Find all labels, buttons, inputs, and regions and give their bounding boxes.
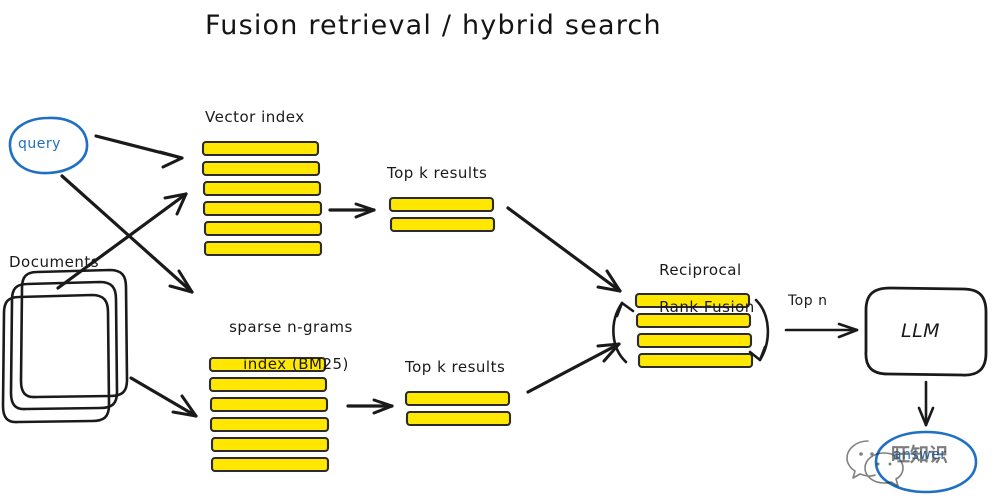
top-n-edge-label: Top n (788, 293, 828, 309)
rrf-label-line1: Reciprocal (659, 261, 742, 280)
rrf-right-curved-arrow-icon (748, 298, 770, 362)
vector-index-bars (201, 140, 323, 257)
rrf-bars (634, 292, 754, 369)
arrow-topk-sparse-to-rrf (526, 342, 621, 394)
topk-vector-bars (388, 196, 496, 233)
sparse-index-label-line2: index (BM25) (243, 354, 349, 373)
sparse-index-label: sparse n-grams index (BM25) (208, 300, 353, 391)
rrf-label: Reciprocal Rank Fusion (638, 243, 755, 334)
sparse-index-bars (208, 356, 330, 473)
watermark-label: 旺知识 (891, 444, 949, 466)
arrow-rrf-to-llm (784, 322, 859, 339)
rrf-label-line2: Rank Fusion (659, 297, 755, 316)
arrow-sparse-index-to-topk (346, 398, 394, 415)
arrow-query-to-vector-index (94, 134, 184, 169)
arrow-topk-vector-to-rrf (506, 206, 622, 293)
topk-sparse-bars (404, 390, 512, 427)
documents-node-label: Documents (9, 253, 100, 271)
rrf-left-curved-arrow-icon (612, 301, 635, 364)
arrow-vector-index-to-topk (328, 202, 376, 219)
wechat-icon (846, 440, 904, 487)
query-node[interactable] (8, 116, 89, 175)
arrow-documents-to-sparse-index (129, 376, 198, 418)
query-node-label: query (18, 136, 61, 152)
page-title: Fusion retrieval / hybrid search (205, 10, 662, 41)
vector-index-label: Vector index (205, 108, 305, 126)
topk-sparse-label: Top k results (405, 358, 506, 376)
answer-node[interactable] (874, 430, 978, 494)
documents-node[interactable] (1, 268, 129, 424)
arrow-documents-to-vector-index (56, 192, 188, 290)
arrow-llm-to-answer (917, 380, 935, 427)
arrow-query-to-sparse-index (60, 174, 194, 294)
answer-node-label: answer (893, 447, 947, 463)
sparse-index-label-line1: sparse n-grams (229, 318, 353, 337)
llm-node[interactable] (864, 286, 988, 377)
topk-vector-label: Top k results (387, 164, 488, 182)
llm-node-label: LLM (901, 320, 941, 342)
